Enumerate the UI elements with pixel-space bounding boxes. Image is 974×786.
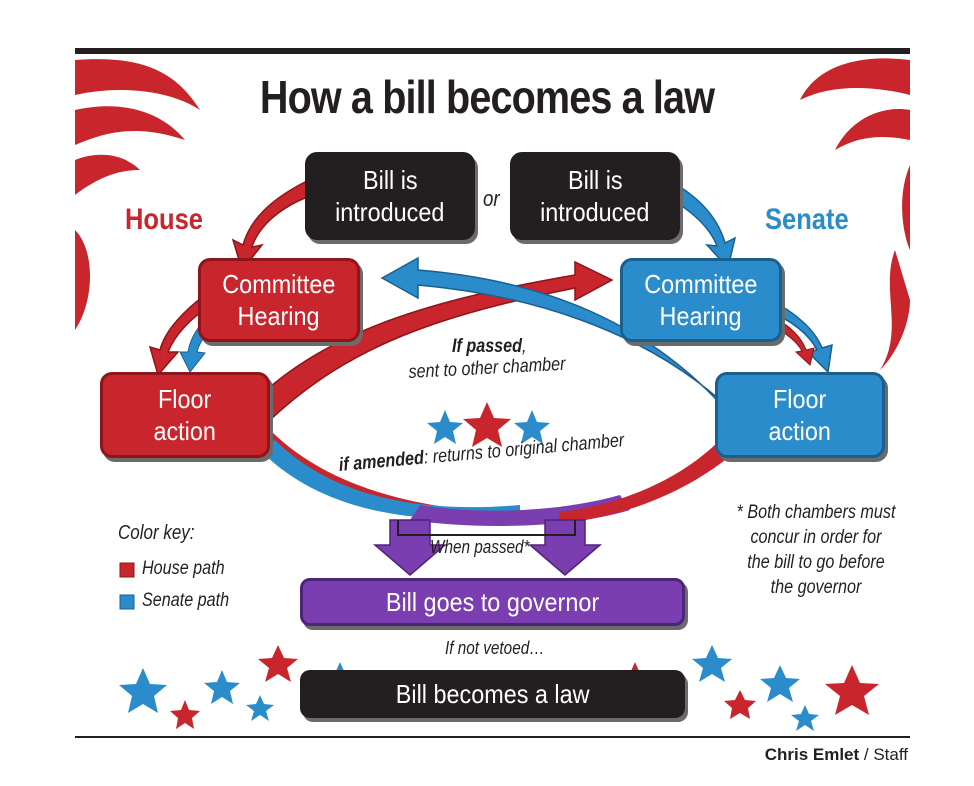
top-rule	[75, 48, 910, 54]
bill-introduced-house-line1: Bill is	[362, 165, 418, 195]
senate-floor-line2: action	[768, 416, 832, 446]
if-passed-bold: If passed	[452, 336, 523, 357]
page-title: How a bill becomes a law	[259, 71, 715, 123]
center-stars-decoration	[427, 402, 550, 447]
bill-introduced-house-box: Bill is introduced	[305, 152, 475, 240]
right-stripes-decoration	[800, 58, 910, 370]
senate-label: Senate	[765, 203, 849, 236]
senate-committee-line1: Committee	[644, 269, 758, 299]
senate-committee-line2: Hearing	[660, 301, 742, 331]
house-label: House	[125, 203, 203, 236]
credit: Chris Emlet / Staff	[765, 745, 908, 765]
footnote-line2: concur in order for	[750, 527, 882, 548]
color-key-senate: Senate path	[142, 590, 230, 611]
house-floor-box: Floor action	[100, 372, 270, 458]
senate-committee-to-floor-arrow	[763, 299, 833, 374]
not-vetoed-label: If not vetoed…	[445, 638, 545, 658]
credit-role: / Staff	[859, 745, 908, 764]
bottom-rule	[75, 736, 910, 738]
or-label: or	[483, 186, 500, 211]
house-floor-line1: Floor	[158, 384, 212, 414]
footnote: * Both chambers must concur in order for…	[716, 500, 916, 600]
when-passed-bracket	[397, 520, 576, 536]
bill-introduced-senate-box: Bill is introduced	[510, 152, 680, 240]
bill-introduced-house-line2: introduced	[335, 197, 445, 227]
senate-floor-line1: Floor	[773, 384, 827, 414]
becomes-law-label: Bill becomes a law	[395, 679, 590, 709]
color-key-title: Color key:	[118, 522, 195, 544]
governor-label: Bill goes to governor	[385, 587, 600, 617]
right-down-arrow	[527, 519, 603, 576]
left-stripes-decoration	[75, 59, 200, 330]
house-committee-line2: Hearing	[238, 301, 320, 331]
house-path-swatch	[119, 562, 135, 578]
if-passed-label: If passed,	[452, 336, 527, 358]
left-down-arrow	[372, 519, 448, 576]
footnote-line3: the bill to go before	[747, 552, 885, 573]
bill-introduced-senate-line1: Bill is	[567, 165, 623, 195]
house-floor-line2: action	[153, 416, 217, 446]
senate-to-house-swoosh	[380, 256, 736, 421]
footnote-line1: * Both chambers must	[736, 502, 896, 523]
senate-committee-box: Committee Hearing	[620, 258, 782, 342]
house-committee-box: Committee Hearing	[198, 258, 360, 342]
credit-name: Chris Emlet	[764, 745, 860, 764]
governor-box: Bill goes to governor	[300, 578, 685, 626]
house-committee-to-floor-arrow	[148, 293, 214, 377]
if-passed-comma: ,	[522, 336, 527, 357]
senate-committee-to-floor-red-arrow	[771, 317, 815, 366]
intro-to-house-committee-arrow	[231, 180, 311, 272]
color-key-house: House path	[142, 558, 225, 579]
house-committee-line1: Committee	[222, 269, 336, 299]
when-passed-label: When passed*	[430, 537, 530, 557]
senate-floor-box: Floor action	[715, 372, 885, 458]
senate-path-swatch	[119, 594, 135, 610]
bill-introduced-senate-line2: introduced	[540, 197, 650, 227]
becomes-law-box: Bill becomes a law	[300, 670, 685, 718]
footnote-line4: the governor	[770, 577, 862, 598]
